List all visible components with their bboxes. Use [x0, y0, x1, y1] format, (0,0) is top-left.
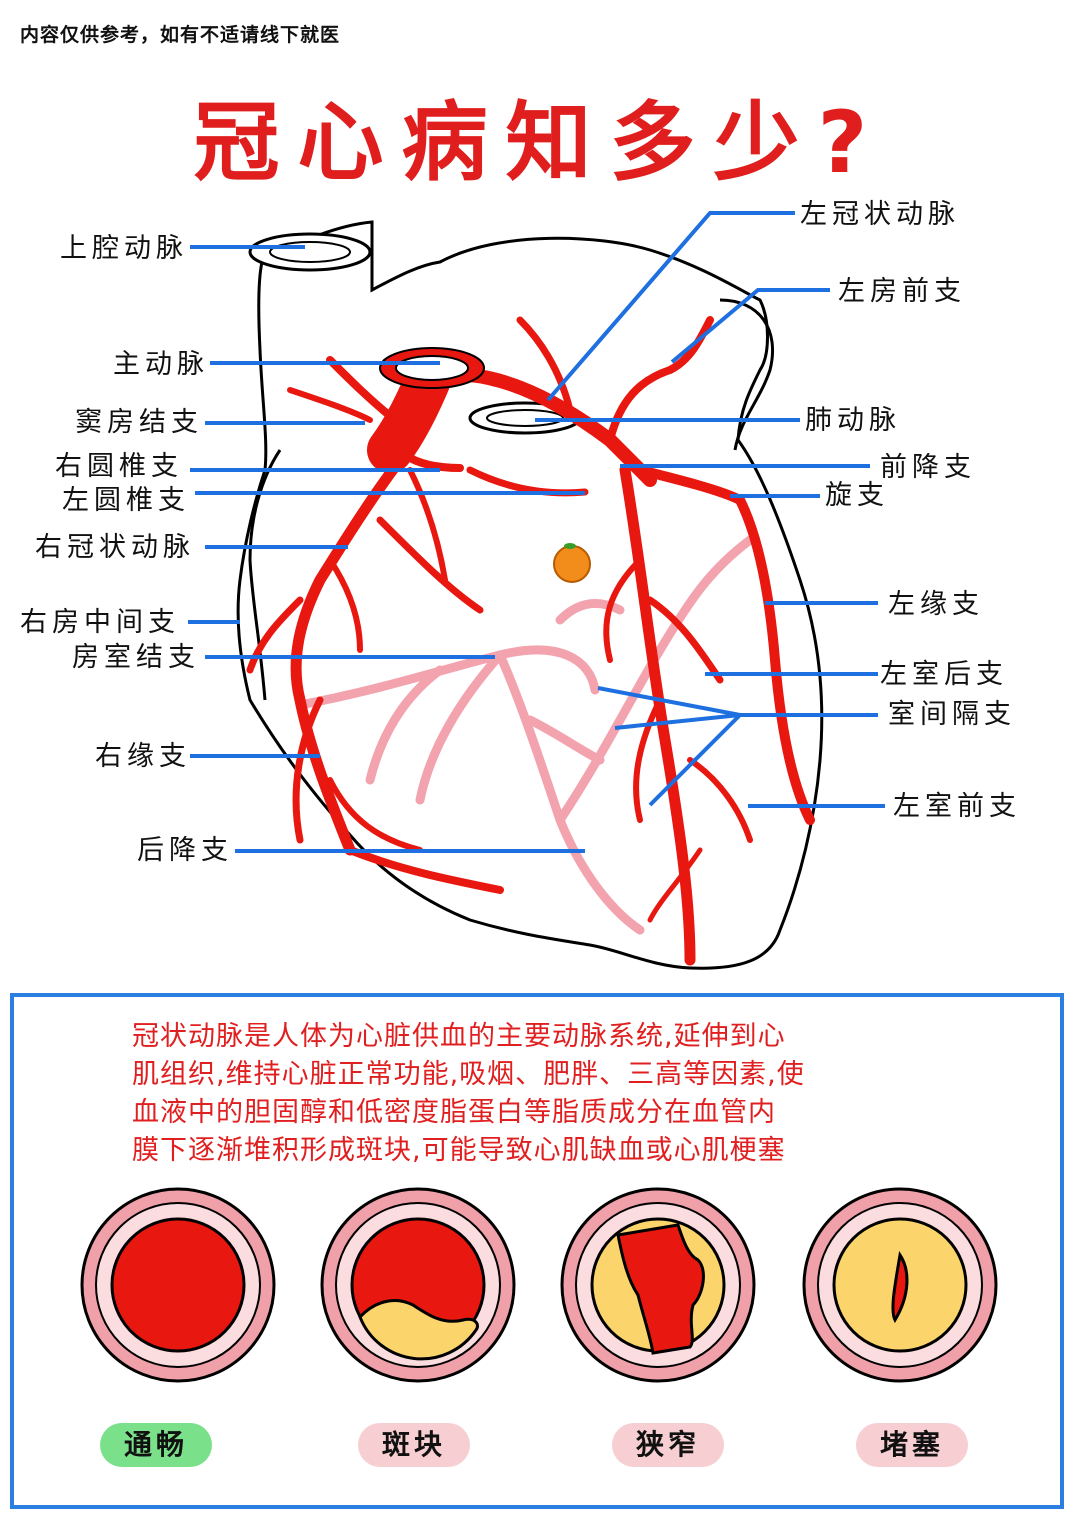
stage-badge-plaque: 斑块	[358, 1423, 470, 1467]
label-circumflex-branch: 旋支	[825, 480, 889, 511]
description-line: 膜下逐渐堆积形成斑块,可能导致心肌缺血或心肌梗塞	[132, 1135, 786, 1166]
label-lv-posterior-branch: 左室后支	[880, 659, 1008, 690]
label-right-marginal-branch: 右缘支	[95, 741, 191, 772]
coronary-arteries	[246, 316, 815, 966]
label-left-atrial-anterior-branch: 左房前支	[838, 276, 966, 307]
label-septal-branch: 室间隔支	[888, 699, 1016, 730]
cardiac-veins	[295, 535, 755, 935]
label-anterior-descending-branch: 前降支	[880, 452, 976, 483]
heart-diagram	[188, 211, 885, 970]
description-line: 肌组织,维持心脏正常功能,吸烟、肥胖、三高等因素,使	[132, 1059, 805, 1090]
artery-cross-section-narrowed	[560, 1187, 756, 1383]
description-line: 冠状动脉是人体为心脏供血的主要动脉系统,延伸到心	[132, 1021, 786, 1052]
orange-watermark-icon	[553, 543, 591, 583]
leader-lines	[188, 211, 885, 853]
artery-cross-section-plaque	[320, 1187, 516, 1383]
label-left-coronary-artery: 左冠状动脉	[800, 199, 960, 230]
stage-badge-narrowed: 狭窄	[612, 1423, 724, 1467]
label-left-marginal-branch: 左缘支	[888, 589, 984, 620]
stage-badge-clear: 通畅	[100, 1423, 212, 1467]
artery-cross-section-blocked	[802, 1187, 998, 1383]
label-sinus-node-branch: 窦房结支	[75, 407, 203, 438]
label-lv-anterior-branch: 左室前支	[893, 791, 1021, 822]
description-line: 血液中的胆固醇和低密度脂蛋白等脂质成分在血管内	[132, 1097, 776, 1128]
label-av-node-branch: 房室结支	[72, 642, 200, 673]
label-left-conus-branch: 左圆椎支	[62, 485, 190, 516]
page-title: 冠心病知多少?	[193, 93, 886, 193]
label-posterior-descending-branch: 后降支	[137, 835, 233, 866]
label-right-coronary-artery: 右冠状动脉	[35, 532, 195, 563]
artery-cross-section-clear	[80, 1187, 276, 1383]
label-svc: 上腔动脉	[60, 233, 188, 264]
label-right-atrial-middle-branch: 右房中间支	[20, 607, 180, 638]
description-text: 冠状动脉是人体为心脏供血的主要动脉系统,延伸到心 肌组织,维持心脏正常功能,吸烟…	[132, 1018, 962, 1170]
stage-badge-blocked: 堵塞	[856, 1423, 968, 1467]
label-pulmonary-artery: 肺动脉	[805, 405, 901, 436]
info-panel	[10, 993, 1064, 1509]
disclaimer-text: 内容仅供参考，如有不适请线下就医	[20, 24, 341, 46]
label-right-conus-branch: 右圆椎支	[55, 451, 183, 482]
label-aorta: 主动脉	[113, 349, 209, 380]
